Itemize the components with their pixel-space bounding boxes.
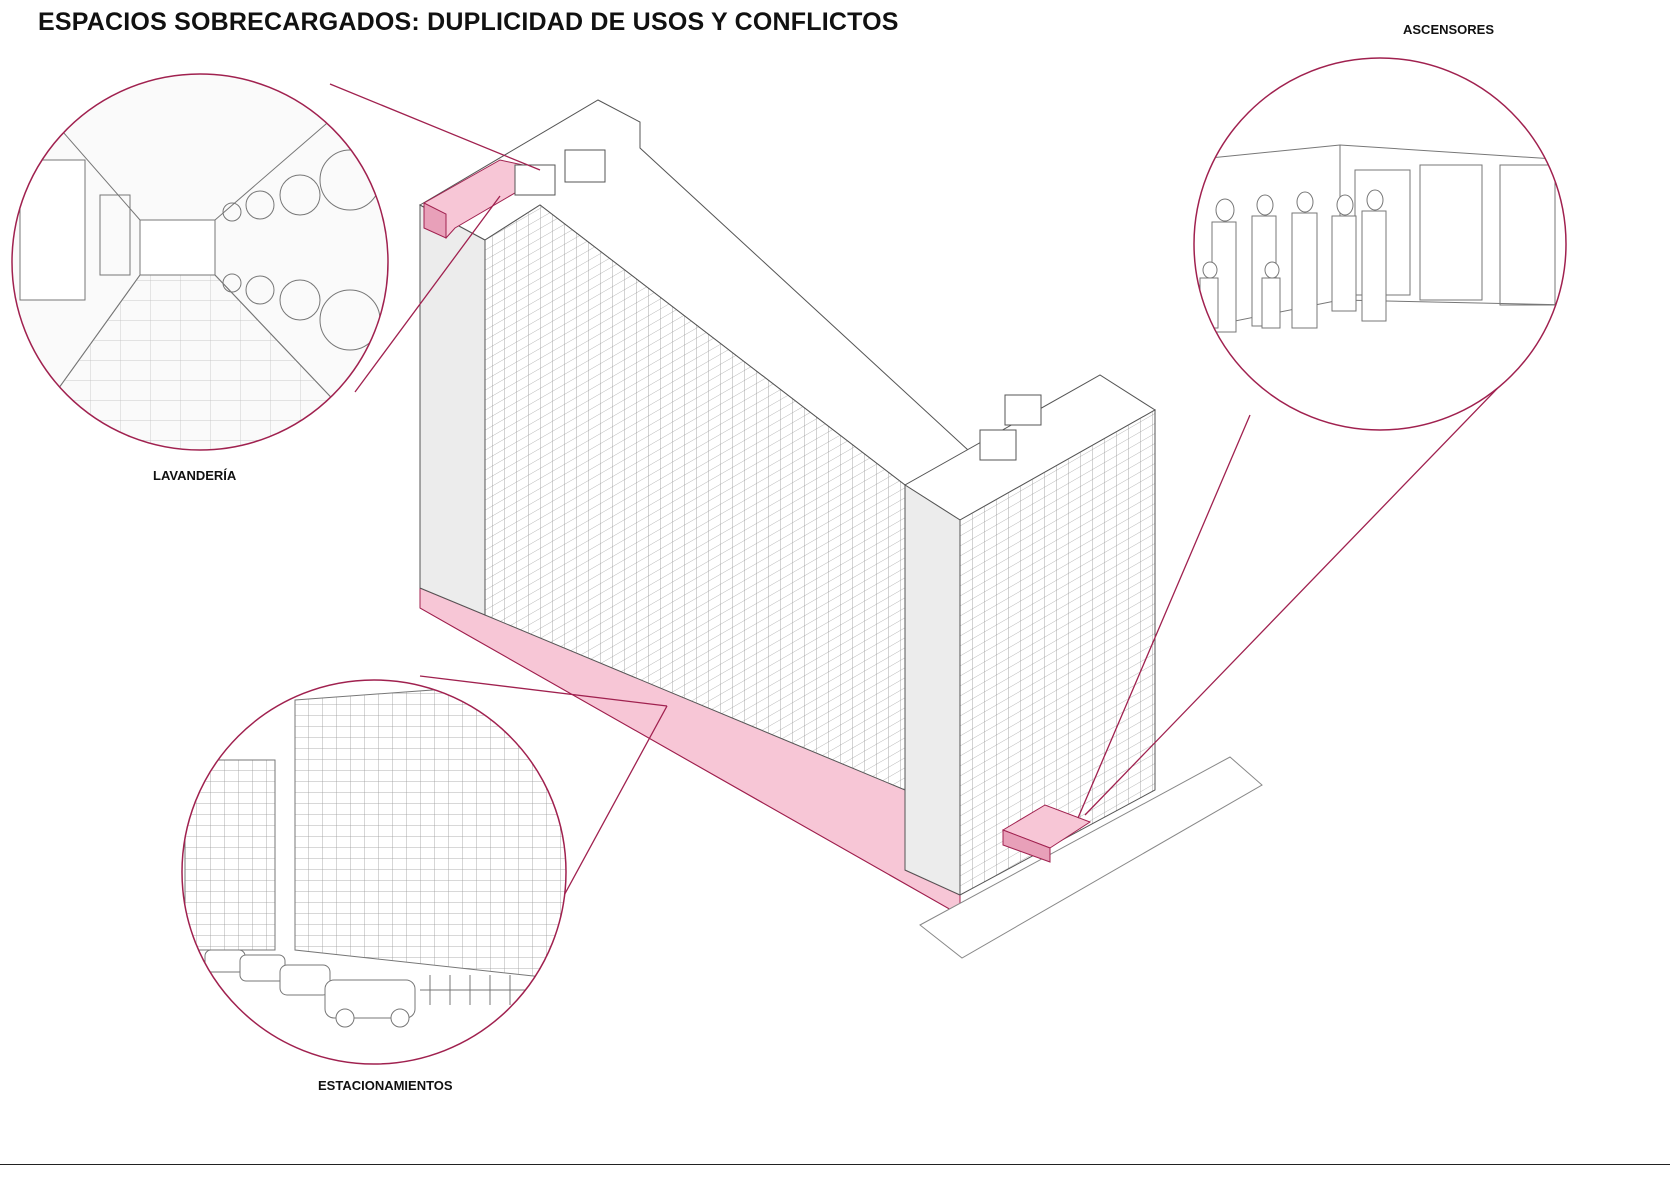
building [418, 99, 1263, 959]
sidewalk [919, 756, 1263, 959]
callout-circle [11, 73, 389, 451]
right-tower-facade [959, 409, 1156, 896]
roof-unit [979, 429, 1017, 461]
right-tower-side [904, 484, 961, 896]
leader-lines [329, 83, 1521, 913]
diagram-title: ESPACIOS SOBRECARGADOS: DUPLICIDAD DE US… [38, 8, 899, 36]
people-figures [1199, 189, 1387, 333]
callout-estacionamientos [181, 679, 567, 1065]
left-wing-wall [419, 204, 486, 616]
callout-ascensores [1193, 57, 1567, 431]
bottom-rule [0, 1164, 1670, 1165]
label-lavanderia: LAVANDERÍA [153, 468, 237, 483]
label-estacionamientos: ESTACIONAMIENTOS [318, 1078, 453, 1093]
roof-unit [564, 149, 606, 183]
callout-circle [1193, 57, 1567, 431]
callout-lavanderia [11, 73, 389, 451]
roof-unit [514, 164, 556, 196]
parked-cars [204, 949, 416, 1028]
label-ascensores: ASCENSORES [1403, 22, 1495, 37]
callout-circle [181, 679, 567, 1065]
roof-unit [1004, 394, 1042, 426]
